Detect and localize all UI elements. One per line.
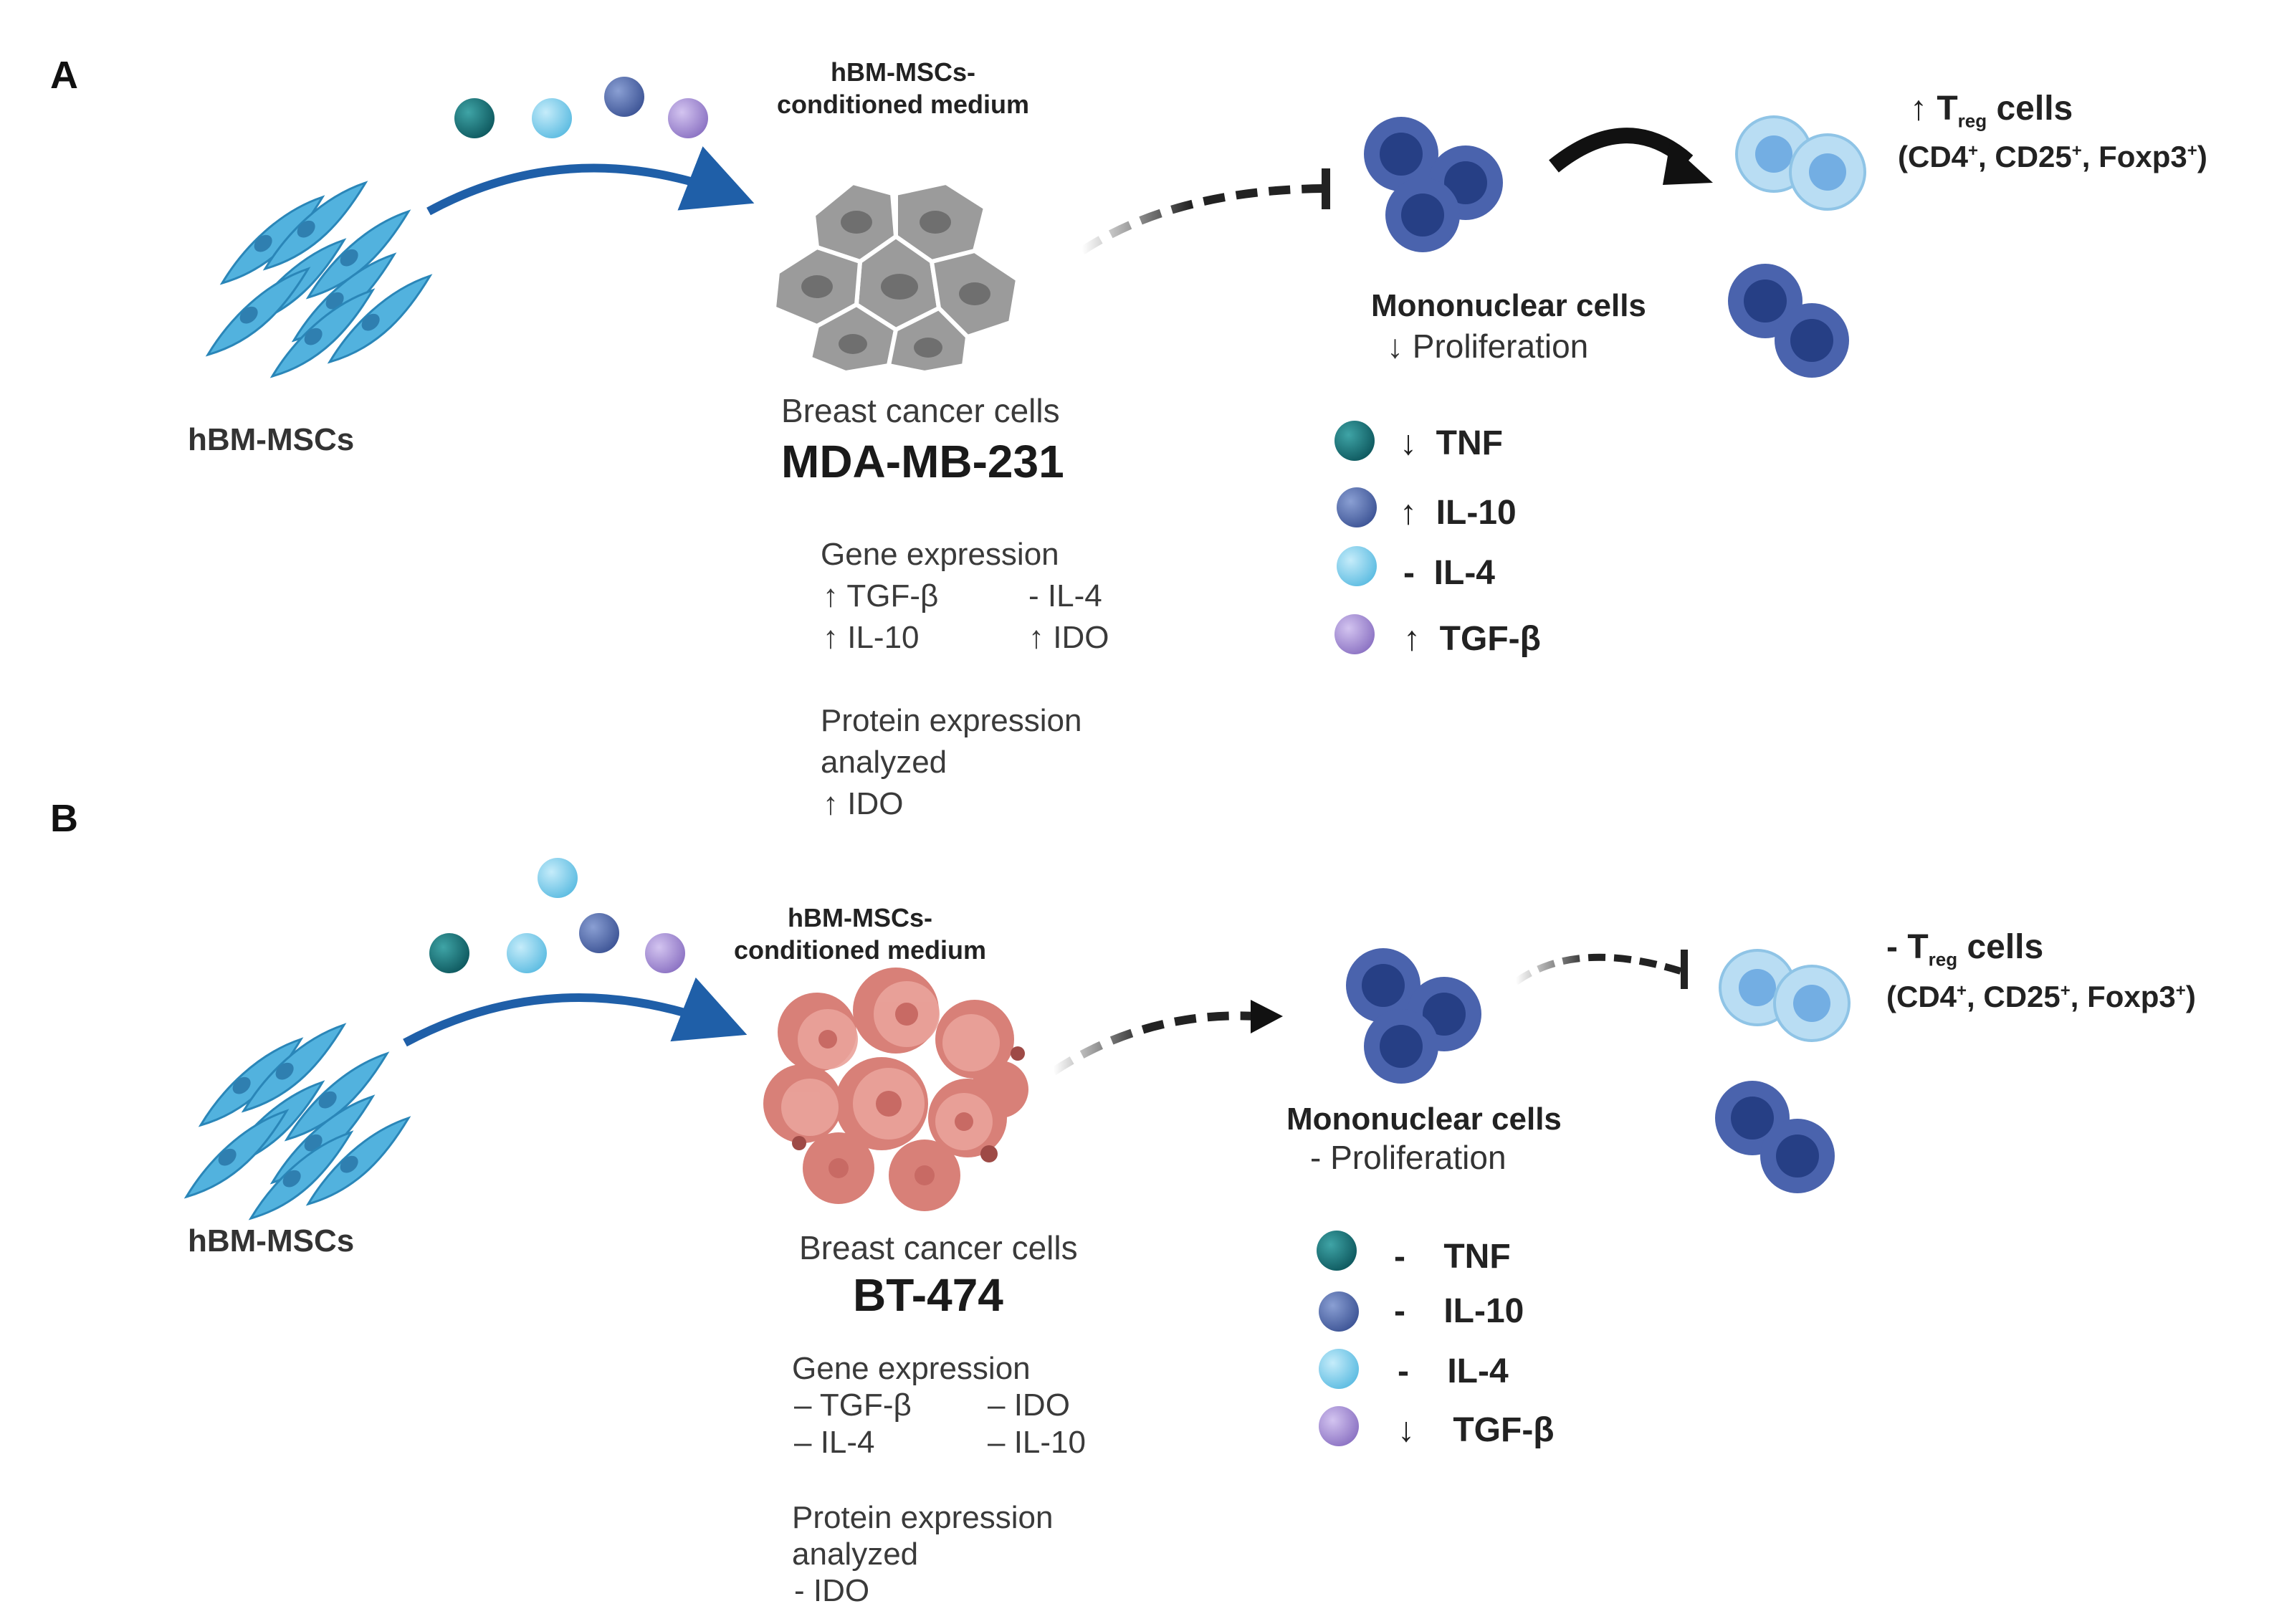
gene-item-b-2: – IL-4: [794, 1425, 875, 1460]
protein-title-a-line1: Protein expression: [821, 703, 1082, 738]
bt-474-cells-icon: [763, 968, 1028, 1211]
gene-expression-title-a: Gene expression: [821, 537, 1059, 572]
inhibition-arrow-a: [1079, 184, 1325, 255]
cancer-subtitle-a: Breast cancer cells: [781, 392, 1060, 429]
protein-value-b: - IDO: [794, 1573, 870, 1608]
lightblue-dot-icon: [1319, 1349, 1359, 1389]
mononuclear-remaining-b-icon: [1715, 1081, 1835, 1193]
panel-label-b: B: [50, 797, 78, 840]
cancer-subtitle-b: Breast cancer cells: [799, 1229, 1078, 1266]
mononuclear-cells-b-icon: [1346, 948, 1481, 1084]
msc-label-a: hBM-MSCs: [188, 422, 355, 457]
teal-factor-icon: [454, 98, 495, 138]
gene-item-a-4: ↑ IDO: [1028, 620, 1109, 655]
cytokine-a-tnf: ↓ TNF: [1400, 424, 1503, 462]
gene-item-b-1: – TGF-β: [794, 1387, 912, 1423]
blue-factor-icon: [604, 77, 644, 117]
purple-dot-icon: [1319, 1406, 1359, 1446]
protein-title-b-line2: analyzed: [792, 1537, 919, 1572]
blue-dot-icon: [1337, 487, 1377, 527]
proliferation-label-a: ↓ Proliferation: [1387, 328, 1589, 365]
teal-factor-b-icon: [429, 933, 469, 973]
gene-item-a-2: ↑ IL-10: [823, 620, 920, 655]
cytokine-b-tgfb: ↓ TGF-β: [1398, 1411, 1555, 1449]
blue-factor-b-icon: [579, 913, 619, 953]
msc-label-b: hBM-MSCs: [188, 1223, 355, 1258]
treg-markers-b: (CD4+, CD25+, Foxp3+): [1886, 980, 2196, 1013]
purple-dot-icon: [1334, 614, 1375, 654]
cytokine-b-tnf: - TNF: [1394, 1238, 1511, 1276]
purple-factor-b-icon: [645, 933, 685, 973]
blue-dot-icon: [1319, 1291, 1359, 1332]
cytokine-a-il4: - IL-4: [1403, 554, 1495, 592]
cytokine-b-il4: - IL-4: [1398, 1352, 1509, 1390]
cancer-name-b: BT-474: [853, 1269, 1003, 1321]
msc-cluster-a-icon: [206, 181, 431, 378]
lightblue-factor-b-icon: [507, 933, 547, 973]
teal-dot-icon: [1317, 1231, 1357, 1271]
protein-value-a: ↑ IDO: [823, 786, 904, 821]
conditioned-medium-arrow-a: [426, 146, 755, 216]
treg-cells-a-icon: [1735, 115, 1866, 211]
purple-factor-icon: [668, 98, 708, 138]
proliferation-arrow-b: [1051, 1011, 1259, 1076]
treg-markers-a: (CD4+, CD25+, Foxp3+): [1898, 140, 2207, 173]
lightblue-dot-icon: [1337, 546, 1377, 586]
mononuclear-label-a: Mononuclear cells: [1371, 288, 1646, 323]
gene-item-a-1: ↑ TGF-β: [823, 578, 939, 613]
gene-item-b-3: – IDO: [988, 1387, 1070, 1423]
msc-cluster-b-icon: [185, 1023, 410, 1220]
mononuclear-cells-a-icon: [1364, 117, 1503, 252]
cytokine-a-il10: ↑ IL-10: [1400, 494, 1517, 532]
treg-cells-b-icon: [1719, 949, 1851, 1042]
gene-expression-title-b: Gene expression: [792, 1351, 1031, 1386]
gene-item-b-4: – IL-10: [988, 1425, 1086, 1460]
inhibition-arrow-b: [1514, 953, 1682, 985]
treg-label-a: ↑ Treg cells: [1910, 90, 2073, 132]
gene-item-a-3: - IL-4: [1028, 578, 1102, 613]
protein-title-a-line2: analyzed: [821, 745, 947, 780]
conditioned-medium-label-b: hBM-MSCs- conditioned medium: [733, 903, 986, 965]
conditioned-medium-label-a: hBM-MSCs- conditioned medium: [776, 57, 1029, 119]
cancer-name-a: MDA-MB-231: [781, 436, 1064, 487]
mononuclear-label-b: Mononuclear cells: [1286, 1102, 1562, 1137]
cytokine-a-tgfb: ↑ TGF-β: [1403, 620, 1541, 658]
proliferation-label-b: - Proliferation: [1310, 1139, 1506, 1176]
panel-label-a: A: [50, 54, 78, 97]
lightblue-factor-b-top-icon: [538, 858, 578, 898]
teal-dot-icon: [1334, 421, 1375, 461]
conditioned-medium-arrow-b: [403, 977, 748, 1047]
cytokine-b-il10: - IL-10: [1394, 1292, 1524, 1330]
lightblue-factor-icon: [532, 98, 572, 138]
mononuclear-remaining-a-icon: [1728, 264, 1849, 378]
protein-title-b-line1: Protein expression: [792, 1500, 1054, 1535]
treg-label-b: - Treg cells: [1886, 928, 2044, 970]
